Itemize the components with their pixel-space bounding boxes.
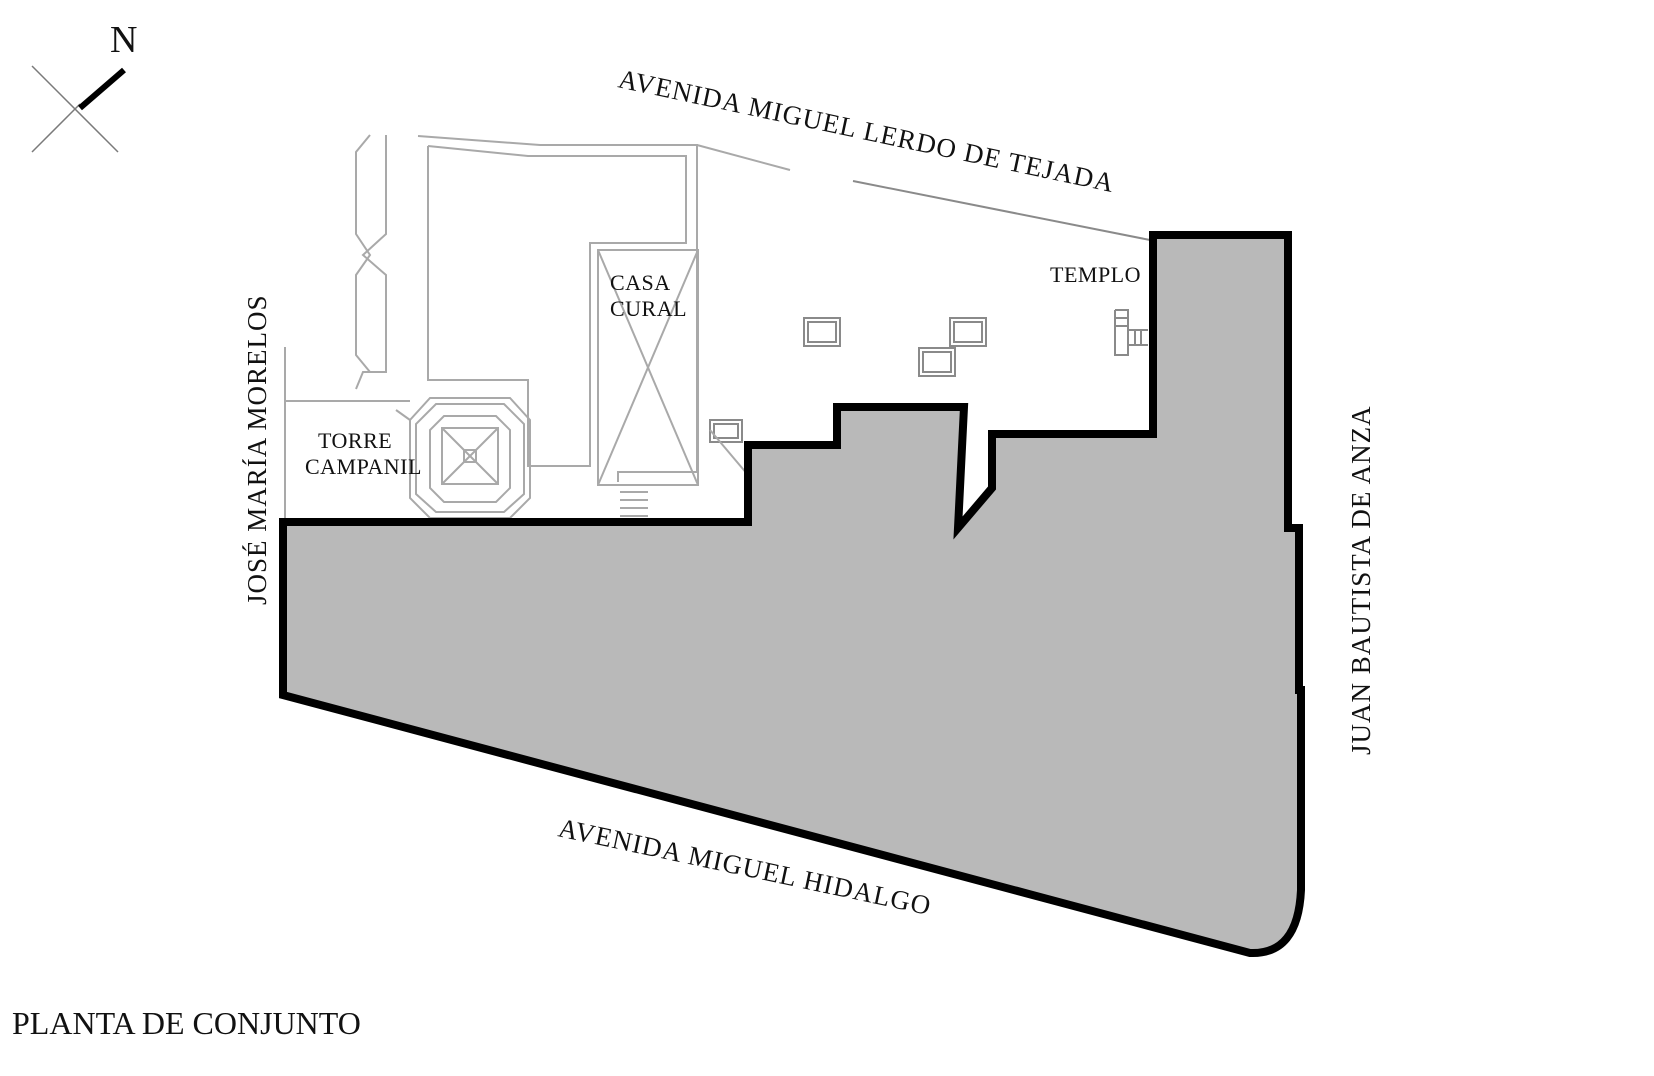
project-site-area — [279, 231, 1305, 958]
templo-label: TEMPLO — [1050, 262, 1141, 287]
casa-cural-label-line-1: CASA — [610, 270, 671, 295]
casa-cural-block — [597, 249, 699, 517]
street-east: JUAN BAUTISTA DE ANZA — [1346, 405, 1376, 755]
torre-label-line-1: TORRE — [318, 428, 392, 453]
existing-buildings — [284, 134, 1151, 523]
west-facade-zigzag — [355, 134, 372, 373]
casa-cural-label-line-2: CURAL — [610, 296, 687, 321]
atrium-plinths — [709, 317, 987, 476]
street-north: AVENIDA MIGUEL LERDO DE TEJADA — [616, 64, 1118, 199]
street-edge-b — [852, 180, 1151, 241]
plan-title: PLANTA DE CONJUNTO — [12, 1005, 361, 1041]
templo-stairs — [1114, 309, 1148, 356]
street-edge-a — [696, 144, 791, 171]
west-facade-outline — [355, 135, 387, 390]
street-west: JOSÉ MARÍA MORELOS — [242, 294, 272, 605]
cloister-inner — [427, 145, 687, 467]
bell-tower — [395, 397, 531, 519]
north-label: N — [110, 19, 137, 61]
north-arrow-icon: N — [31, 19, 137, 153]
torre-label-line-2: CAMPANIL — [305, 454, 422, 479]
